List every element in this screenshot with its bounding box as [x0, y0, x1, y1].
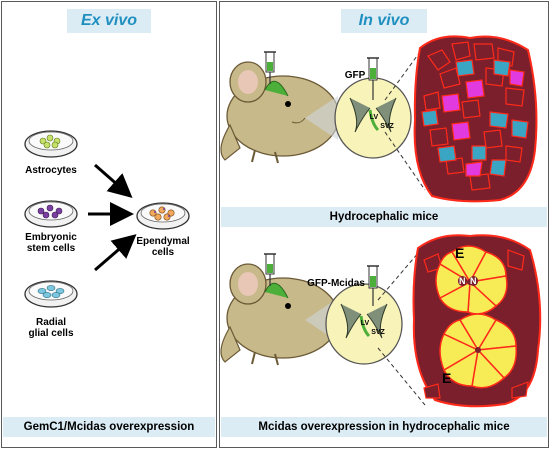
label-gfp: GFP	[344, 70, 366, 81]
ex-vivo-footer: GemC1/Mcidas overexpression	[3, 417, 215, 437]
label-gfp-mcidas: GFP-Mcidas	[307, 278, 365, 289]
dish-radial-glial-cells	[24, 280, 78, 308]
label-radial-glial-cells: Radial glial cells	[28, 317, 74, 339]
arrow-astrocytes	[94, 163, 133, 198]
label-cell-e-lower: E	[442, 370, 452, 386]
mouse-top	[220, 61, 340, 164]
dish-astrocytes	[24, 130, 78, 158]
label-ependymal-cells: Ependymal cells	[136, 236, 190, 258]
rosette-lower	[439, 313, 517, 389]
hydrocephalic-caption: Hydrocephalic mice	[221, 207, 547, 227]
dish-ependymal-cells	[136, 202, 190, 230]
brain-section-top	[334, 77, 412, 159]
syringe-bottom	[264, 253, 276, 286]
ex-vivo-title: Ex vivo	[67, 9, 151, 33]
mouse-bottom	[220, 263, 340, 366]
syringe-brain-bottom	[367, 265, 379, 306]
in-vivo-footer: Mcidas overexpression in hydrocephalic m…	[221, 417, 547, 437]
label-embryonic-stem-cells: Embryonic stem cells	[25, 232, 77, 254]
label-lv-top: LV	[369, 114, 379, 121]
label-cell-n-left: N	[458, 276, 467, 286]
label-cell-e-upper: E	[455, 245, 465, 261]
arrow-radial	[94, 234, 137, 272]
syringe-brain-top	[367, 57, 379, 100]
in-vivo-title: In vivo	[341, 9, 427, 33]
tissue-mosaic-top	[413, 35, 538, 203]
label-svz-top: SVZ	[380, 123, 394, 130]
syringe-top	[264, 51, 276, 84]
label-lv-bottom: LV	[360, 320, 370, 327]
tissue-rosettes-bottom	[412, 234, 542, 408]
label-astrocytes: Astrocytes	[25, 165, 77, 176]
brain-section-bottom	[325, 283, 403, 365]
label-cell-n-right: N	[469, 276, 478, 286]
rosette-upper	[435, 245, 508, 315]
label-svz-bottom: SVZ	[371, 329, 385, 336]
dish-embryonic-stem-cells	[24, 200, 78, 228]
